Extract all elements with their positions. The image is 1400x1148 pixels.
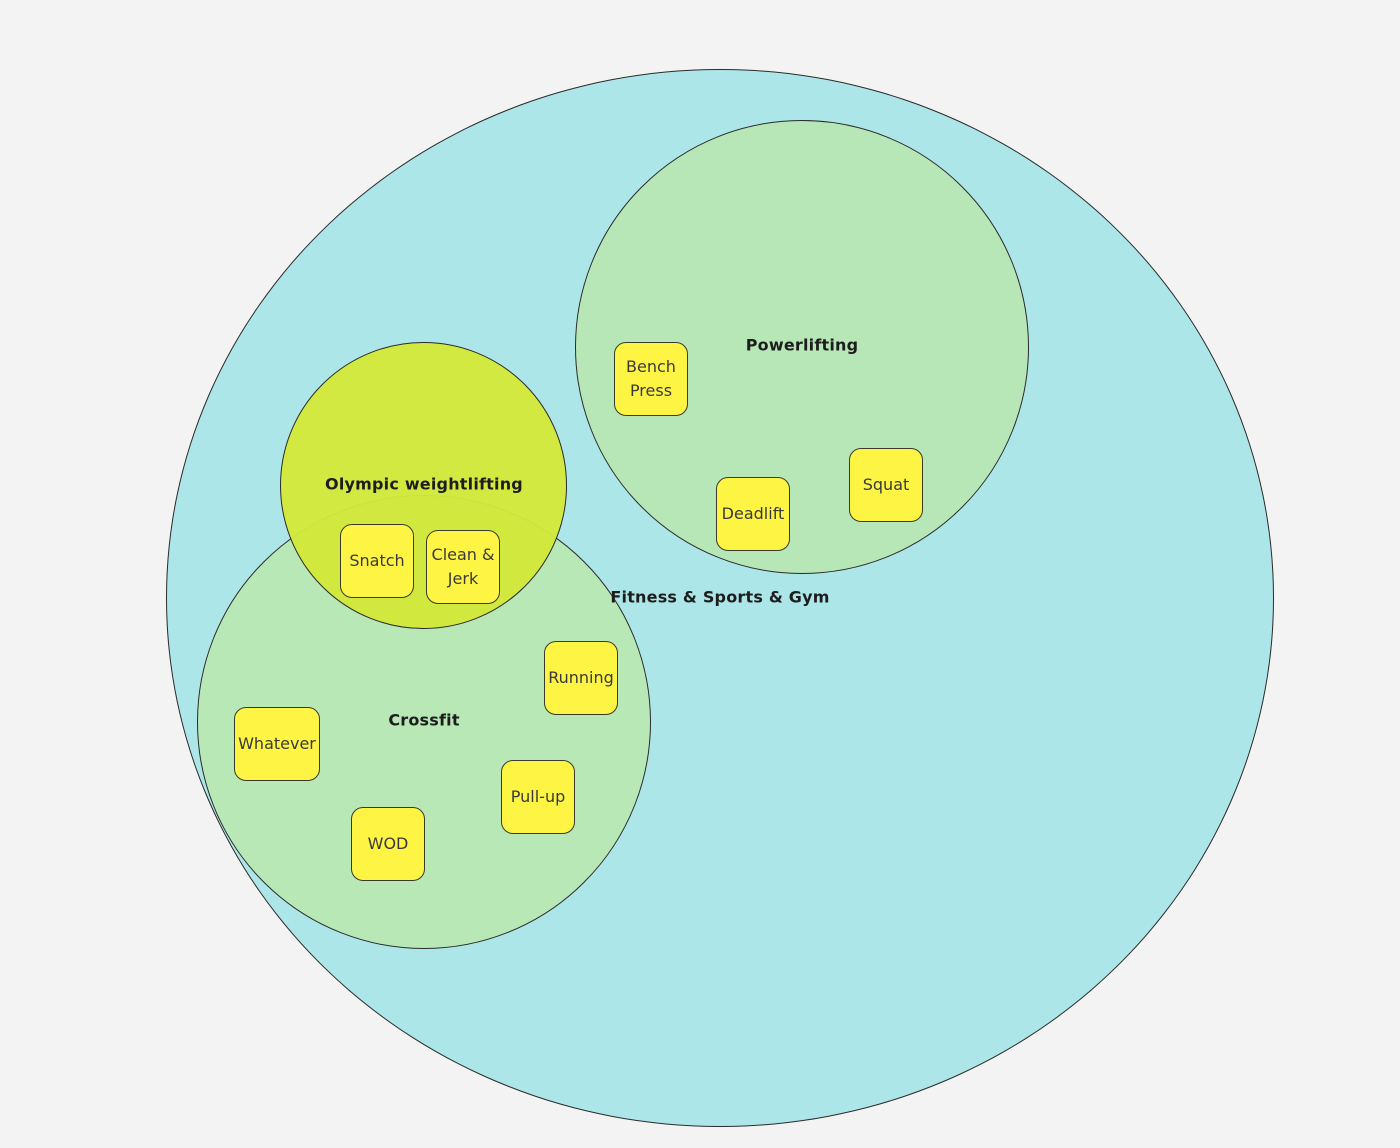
sticky-note-bench-press[interactable]: Bench Press bbox=[614, 342, 688, 416]
note-text: Snatch bbox=[349, 551, 405, 570]
note-text: Pull-up bbox=[510, 787, 566, 806]
note-text: Deadlift bbox=[721, 504, 785, 523]
sticky-note-deadlift[interactable]: Deadlift bbox=[716, 477, 790, 551]
note-text-line: Jerk bbox=[447, 569, 479, 588]
sticky-note-clean-and-jerk[interactable]: Clean & Jerk bbox=[426, 530, 500, 604]
note-text: Squat bbox=[862, 475, 910, 494]
sticky-note-whatever[interactable]: Whatever bbox=[234, 707, 320, 781]
set-label-fitness-sports-gym: Fitness & Sports & Gym bbox=[610, 587, 830, 607]
note-text-line: Press bbox=[629, 381, 673, 400]
sticky-note-wod[interactable]: WOD bbox=[351, 807, 425, 881]
note-text: WOD bbox=[367, 834, 409, 853]
note-text: Whatever bbox=[238, 734, 316, 753]
note-text: Running bbox=[548, 668, 614, 687]
sticky-note-running[interactable]: Running bbox=[544, 641, 618, 715]
set-olympic-weightlifting[interactable] bbox=[280, 342, 567, 629]
note-text-line: Bench bbox=[626, 357, 676, 376]
set-label-olympic-weightlifting: Olympic weightlifting bbox=[325, 474, 523, 494]
sticky-note-pull-up[interactable]: Pull-up bbox=[501, 760, 575, 834]
set-label-crossfit: Crossfit bbox=[388, 710, 460, 730]
sticky-note-squat[interactable]: Squat bbox=[849, 448, 923, 522]
set-label-powerlifting: Powerlifting bbox=[745, 335, 859, 355]
sticky-note-snatch[interactable]: Snatch bbox=[340, 524, 414, 598]
note-text-line: Clean & bbox=[431, 545, 495, 564]
